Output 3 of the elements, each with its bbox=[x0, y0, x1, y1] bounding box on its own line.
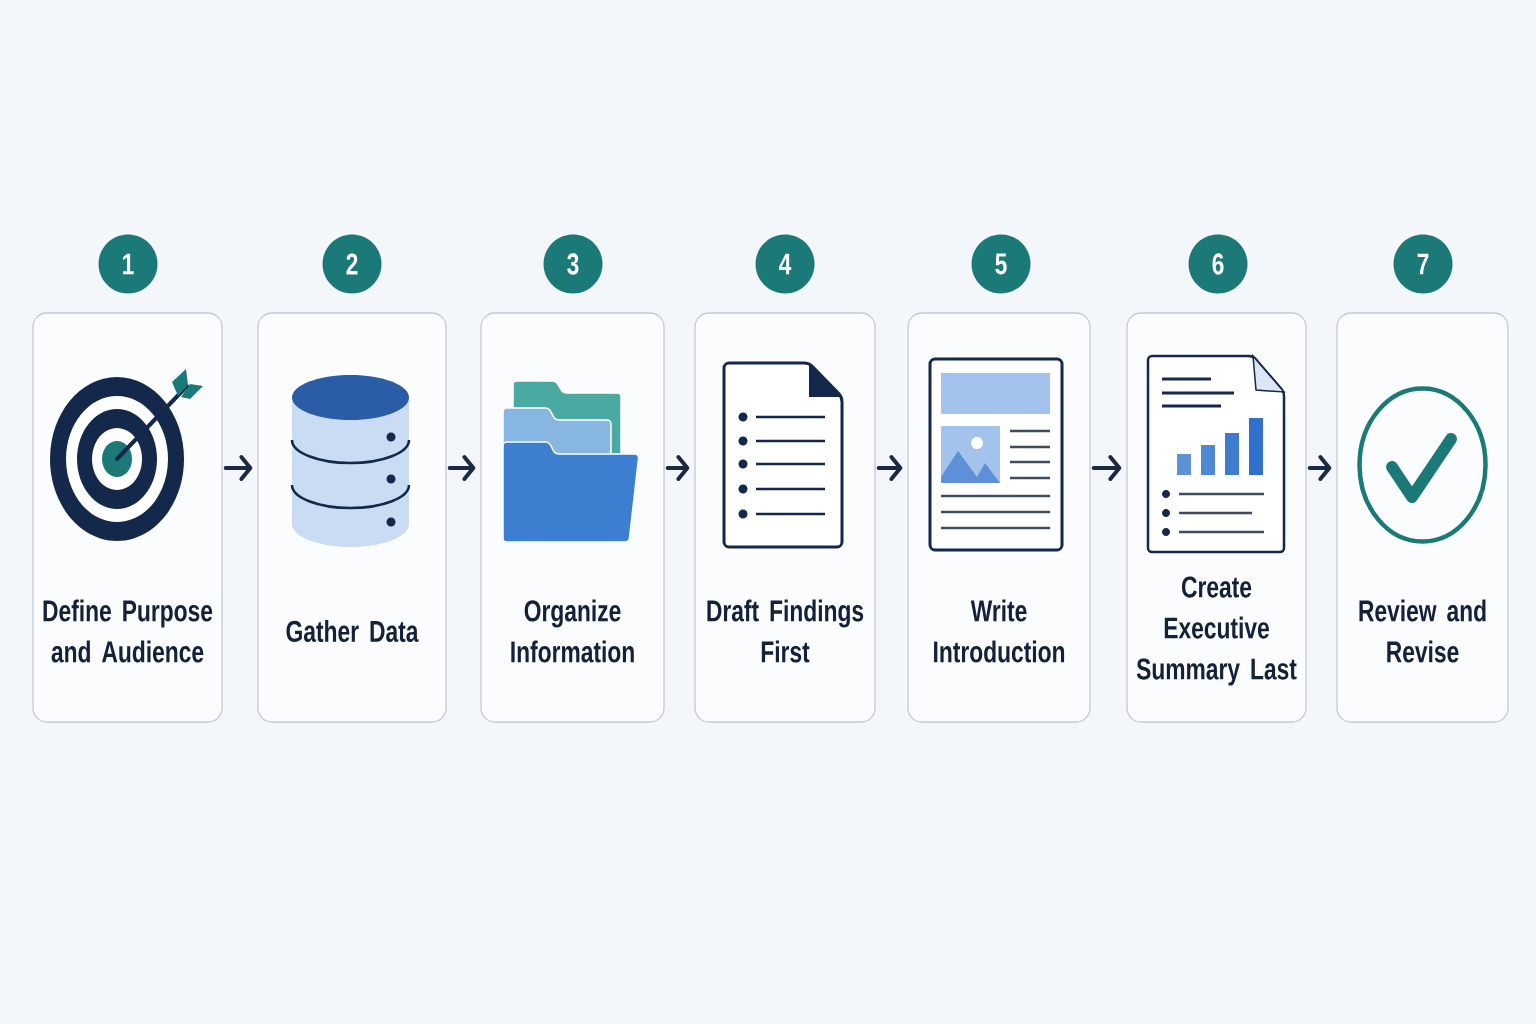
step-card: Review and Revise bbox=[1336, 312, 1509, 723]
arrow bbox=[1091, 455, 1122, 481]
arrow bbox=[223, 455, 253, 481]
